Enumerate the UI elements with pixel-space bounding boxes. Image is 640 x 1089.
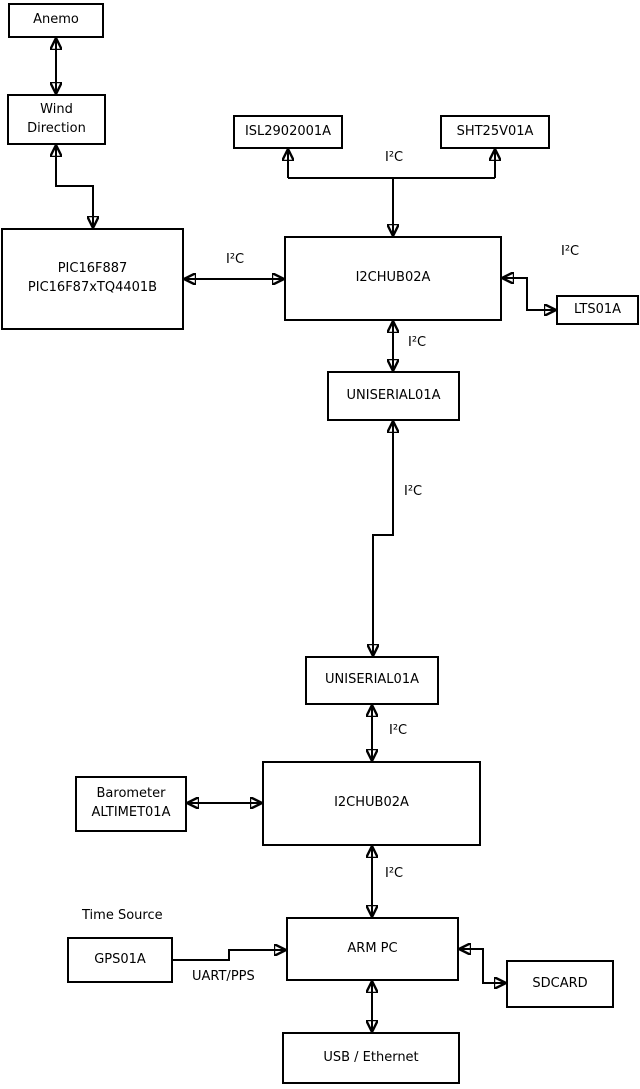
label-i2c-pic-hub1: I²C	[226, 252, 245, 267]
edge-uniserial1-uniserial2	[373, 421, 393, 656]
node-uniserial-2: UNISERIAL01A	[305, 656, 439, 705]
node-usb-ethernet: USB / Ethernet	[282, 1032, 460, 1084]
label-i2c-uniserial2-hub2: I²C	[389, 723, 408, 738]
label-uart-pps: UART/PPS	[192, 969, 255, 984]
label-time-source: Time Source	[82, 908, 163, 923]
node-lts: LTS01A	[556, 295, 639, 325]
node-pic: PIC16F887 PIC16F87xTQ4401B	[1, 228, 184, 330]
label-i2c-hub1-lts: I²C	[561, 244, 580, 259]
label-i2c-uniserial-link: I²C	[404, 484, 423, 499]
node-sdcard: SDCARD	[506, 960, 614, 1008]
label-i2c-hub1-uniserial1: I²C	[408, 335, 427, 350]
edge-hub1-lts	[502, 278, 556, 310]
node-gps: GPS01A	[67, 937, 173, 983]
label-i2c-hub2-armpc: I²C	[385, 866, 404, 881]
node-wind-direction: Wind Direction	[7, 94, 106, 145]
label-i2c-sensor-bus: I²C	[385, 150, 404, 165]
edge-armpc-sdcard	[459, 949, 506, 983]
node-isl: ISL2902001A	[233, 115, 343, 149]
node-sht: SHT25V01A	[440, 115, 550, 149]
edge-gps-armpc	[173, 950, 286, 961]
node-anemo: Anemo	[8, 3, 104, 38]
node-i2chub-1: I2CHUB02A	[284, 236, 502, 321]
node-barometer: Barometer ALTIMET01A	[75, 776, 187, 832]
node-i2chub-2: I2CHUB02A	[262, 761, 481, 846]
node-arm-pc: ARM PC	[286, 917, 459, 981]
edge-winddirection-pic	[56, 145, 93, 228]
node-uniserial-1: UNISERIAL01A	[327, 371, 460, 421]
